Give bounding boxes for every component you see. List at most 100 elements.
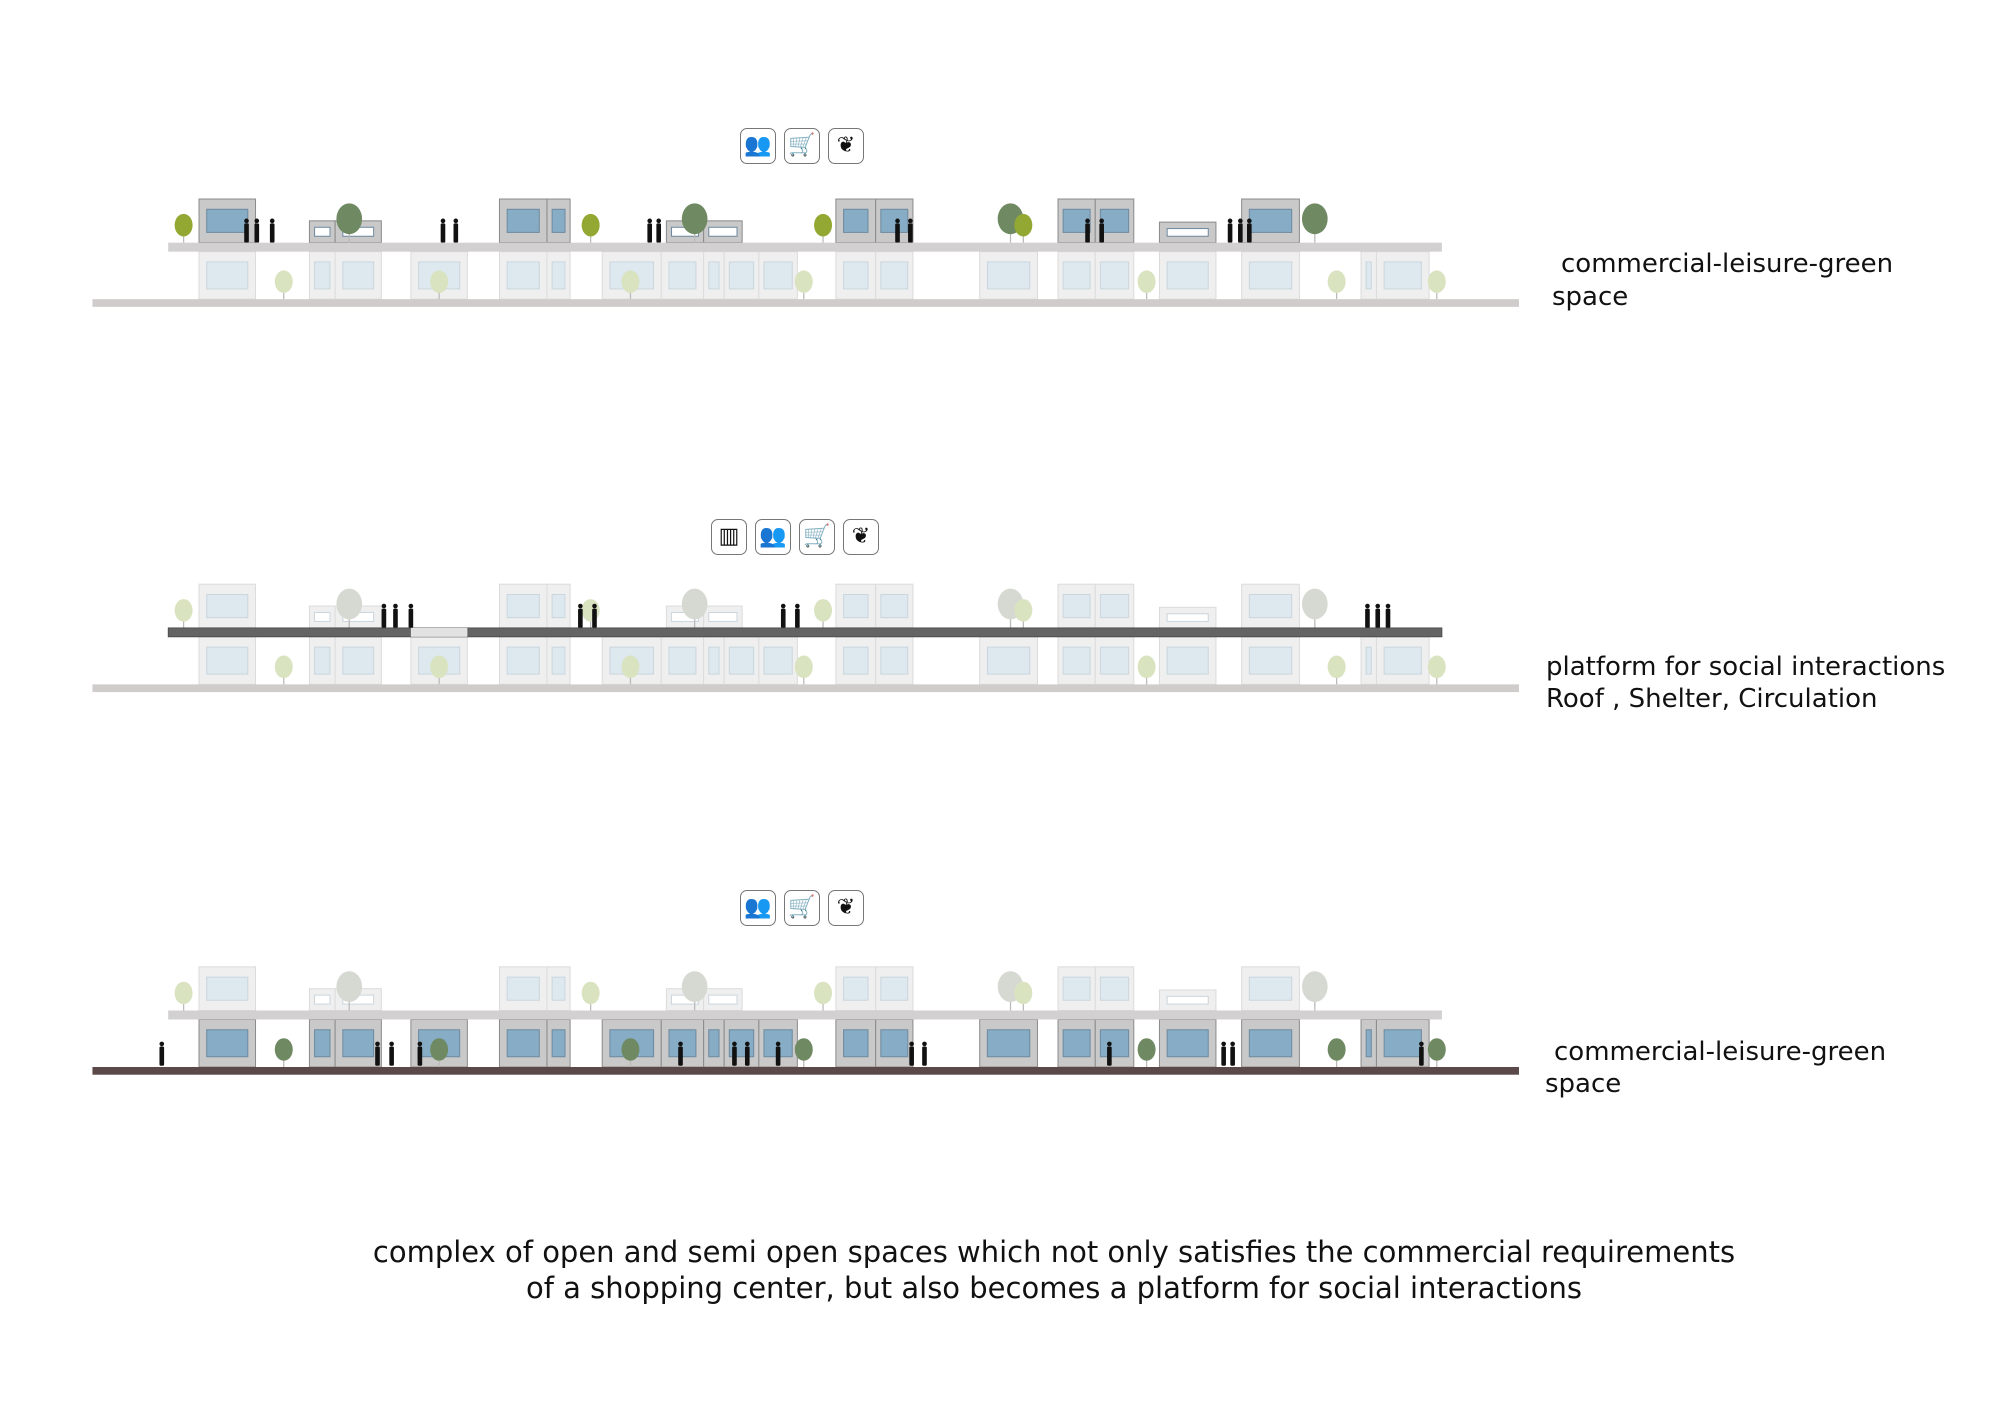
person-head xyxy=(578,603,583,609)
tree xyxy=(1014,599,1033,622)
tree xyxy=(1327,270,1346,293)
person-head xyxy=(1238,218,1243,224)
person xyxy=(1099,223,1104,243)
window xyxy=(1383,261,1422,290)
tree xyxy=(1137,1038,1156,1061)
tree xyxy=(1137,655,1156,679)
tree xyxy=(274,655,293,679)
person xyxy=(578,608,583,628)
ground-line xyxy=(92,299,1519,307)
window xyxy=(206,208,249,233)
label-line: commercial-leisure-green xyxy=(1561,249,1894,279)
person xyxy=(895,223,900,243)
window xyxy=(763,646,793,675)
tree xyxy=(1301,971,1328,1003)
person xyxy=(269,223,275,243)
person xyxy=(1419,1046,1424,1066)
person-head xyxy=(244,218,249,224)
person-head xyxy=(678,1041,683,1047)
person xyxy=(440,223,446,243)
window xyxy=(843,208,869,233)
window xyxy=(986,261,1031,290)
social-icon: 👥 xyxy=(740,128,776,164)
window xyxy=(314,226,331,237)
window xyxy=(843,261,869,290)
person-head xyxy=(389,1041,394,1047)
person xyxy=(1375,608,1381,628)
window xyxy=(708,646,720,675)
window xyxy=(1099,593,1130,619)
window xyxy=(551,593,566,619)
social-icon: 👥 xyxy=(740,890,776,926)
label-line: space xyxy=(1552,282,1629,312)
window xyxy=(708,994,738,1005)
window xyxy=(342,646,375,675)
window xyxy=(880,646,909,675)
window xyxy=(314,611,331,622)
person xyxy=(922,1046,927,1066)
window xyxy=(551,976,566,1001)
tree xyxy=(430,270,449,293)
window xyxy=(551,208,566,233)
tree xyxy=(814,213,833,237)
person xyxy=(732,1046,737,1066)
person-head xyxy=(381,603,387,609)
person xyxy=(375,1046,380,1066)
person xyxy=(389,1046,394,1066)
person-head xyxy=(1419,1041,1424,1047)
person-head xyxy=(732,1041,737,1047)
window xyxy=(880,1029,909,1058)
tree xyxy=(174,981,193,1005)
tree xyxy=(1327,1038,1346,1061)
window xyxy=(1248,593,1293,619)
tree xyxy=(681,203,708,235)
window xyxy=(843,1029,869,1058)
window xyxy=(1099,976,1130,1001)
window xyxy=(1166,613,1209,622)
window xyxy=(880,261,909,290)
tree xyxy=(621,1038,640,1061)
person xyxy=(678,1046,683,1066)
cart-icon: 🛒 xyxy=(799,519,835,555)
person-head xyxy=(1230,1041,1235,1047)
person xyxy=(775,1046,781,1066)
tree xyxy=(581,213,600,237)
tree xyxy=(1137,270,1156,293)
window xyxy=(1166,261,1209,290)
tree xyxy=(1301,588,1328,620)
person-head xyxy=(1375,603,1381,609)
person-head xyxy=(159,1041,165,1047)
window xyxy=(1248,976,1293,1001)
person-head xyxy=(1221,1041,1226,1047)
person-head xyxy=(375,1041,380,1047)
window xyxy=(342,261,375,290)
person xyxy=(909,1046,914,1066)
person-head xyxy=(775,1041,781,1047)
person xyxy=(1385,608,1391,628)
tree xyxy=(581,599,600,622)
tree xyxy=(430,1038,449,1061)
cart-icon: 🛒 xyxy=(784,128,820,164)
cart-icon: 🛒 xyxy=(784,890,820,926)
window xyxy=(1365,646,1372,675)
platform xyxy=(168,1010,1442,1020)
window xyxy=(506,208,540,233)
window xyxy=(1365,261,1372,290)
window xyxy=(1248,646,1293,675)
window xyxy=(206,261,249,290)
section-1-label-2: space xyxy=(1552,281,1628,314)
tree xyxy=(1014,213,1033,237)
person xyxy=(1238,223,1243,243)
person xyxy=(1107,1046,1112,1066)
window xyxy=(1099,1029,1130,1058)
window xyxy=(1166,995,1209,1005)
window xyxy=(551,646,566,675)
window xyxy=(1248,208,1293,233)
person-head xyxy=(744,1041,750,1047)
window xyxy=(1166,1029,1209,1058)
window xyxy=(668,261,697,290)
window xyxy=(986,646,1031,675)
window xyxy=(506,593,540,619)
window xyxy=(206,593,249,619)
